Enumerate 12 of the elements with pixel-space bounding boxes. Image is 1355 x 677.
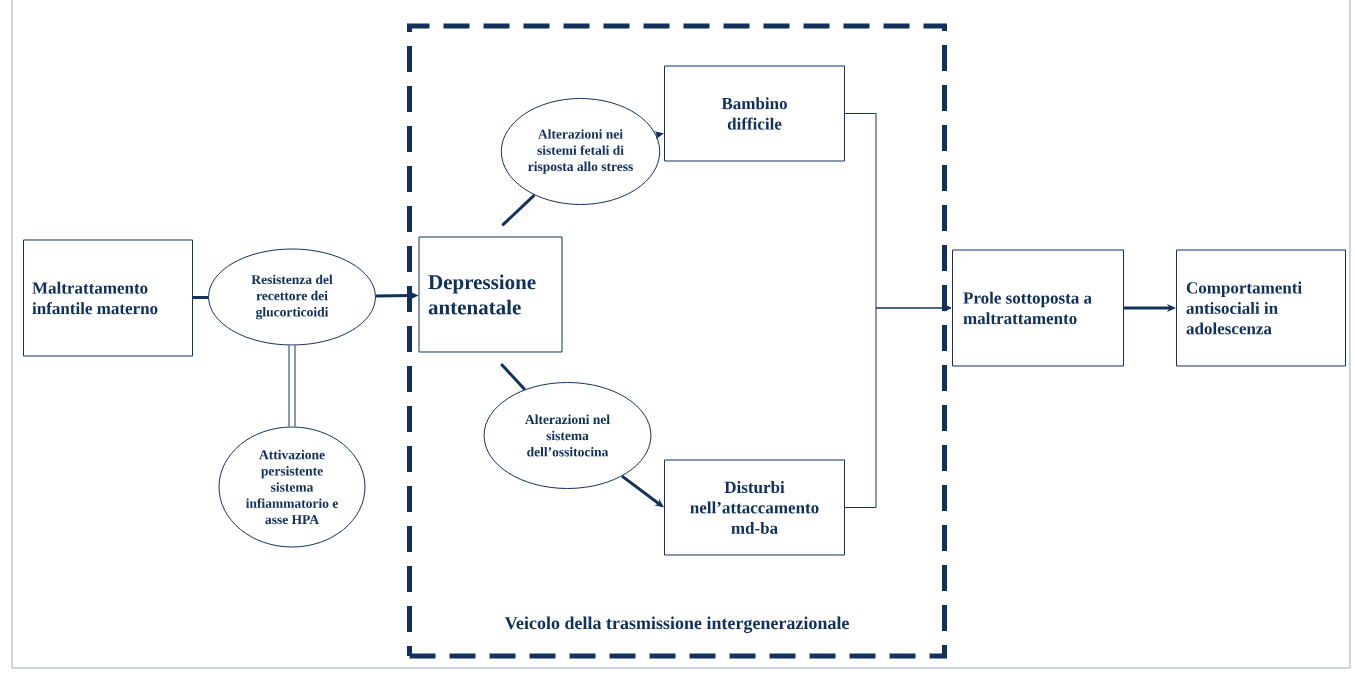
process-box: Bambino difficile xyxy=(664,65,845,162)
process-box: Maltrattamento infantile materno xyxy=(23,239,193,357)
process-box: Prole sottoposta a maltrattamento xyxy=(952,249,1124,367)
process-box: Depressione antenatale xyxy=(418,236,563,353)
connector-line xyxy=(193,295,209,300)
process-box: Comportamenti antisociali in adolescenza xyxy=(1176,249,1346,367)
process-box: Disturbi nell’attaccamento md-ba xyxy=(664,459,845,556)
arrow xyxy=(621,474,664,508)
connector-line xyxy=(288,345,296,427)
connector-line xyxy=(501,194,536,227)
arrow xyxy=(844,304,952,508)
connector-line xyxy=(500,362,526,391)
